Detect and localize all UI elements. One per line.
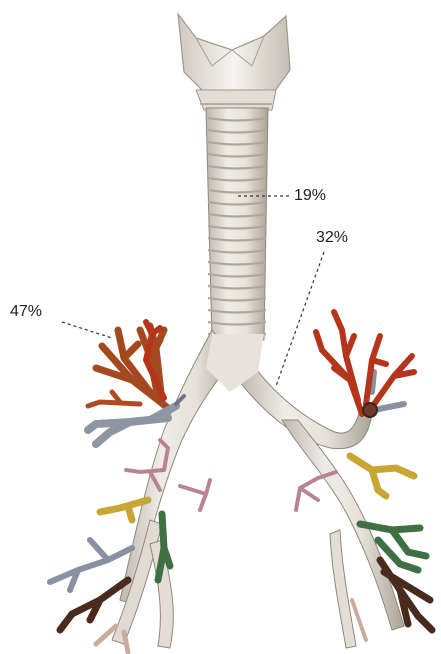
- right-bronchus-percentage-label: 47%: [10, 304, 42, 320]
- leader-line-47: [62, 322, 112, 338]
- left-bronchus-percentage-label: 32%: [316, 230, 348, 246]
- right-upper-branches: [88, 322, 168, 408]
- leader-lines: [62, 196, 324, 386]
- trachea-percentage-label: 19%: [294, 188, 326, 204]
- leader-line-32: [276, 252, 324, 386]
- lower-gray-branches: [50, 372, 404, 590]
- trachea: [206, 108, 268, 340]
- left-upper-branches: [316, 312, 414, 417]
- larynx: [178, 14, 290, 110]
